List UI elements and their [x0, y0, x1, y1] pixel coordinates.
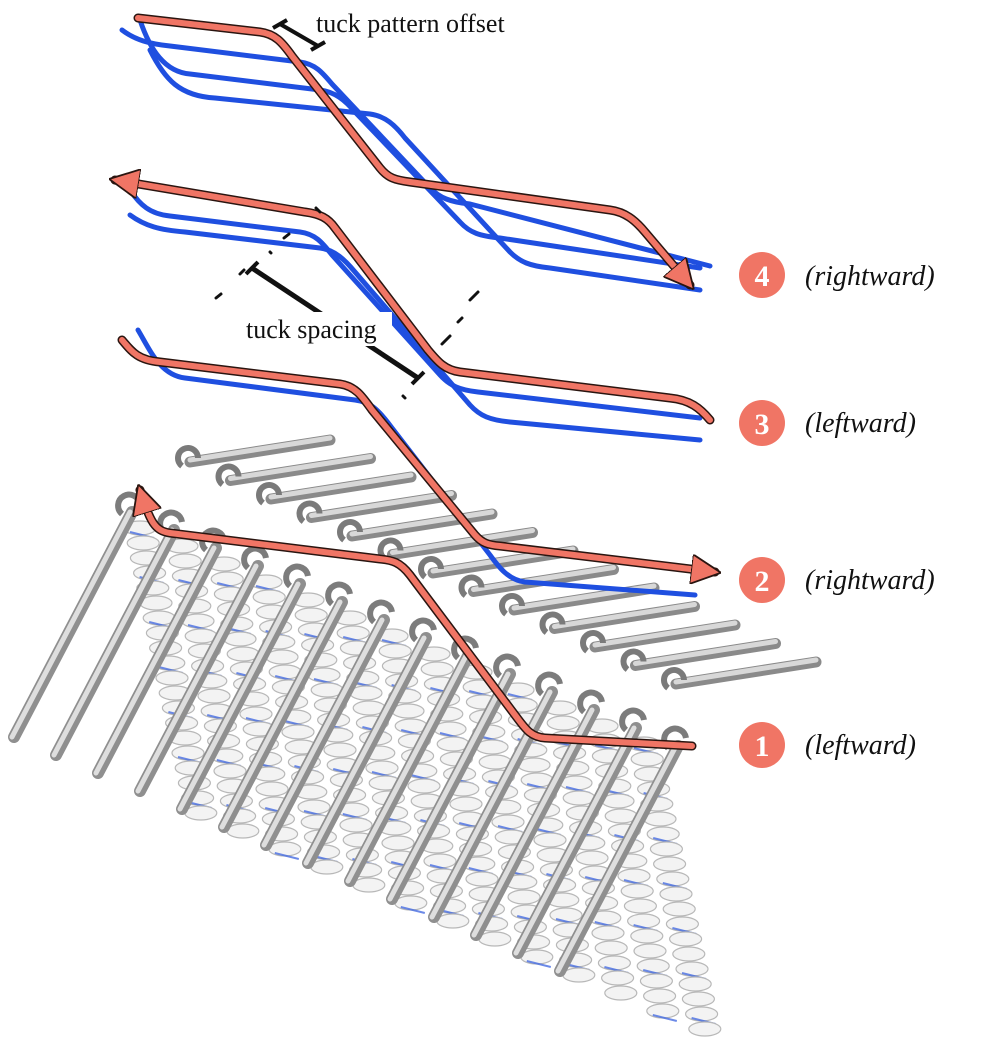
pass-3-direction: (leftward): [805, 408, 916, 439]
pass-2-badge: 2 (rightward): [739, 557, 935, 603]
pass-3-number-circle: [739, 400, 785, 446]
front-needle: [134, 545, 269, 797]
pass-2-yarn: [117, 335, 715, 572]
pass-3-number: 3: [755, 408, 770, 441]
front-needle: [176, 563, 311, 815]
tuck-spacing-label-bg: [240, 312, 392, 346]
front-needle: [218, 581, 353, 833]
pass-3-badge: 3 (leftward): [739, 400, 916, 446]
pass-2-direction: (rightward): [805, 565, 935, 596]
back-needle: [175, 434, 336, 469]
front-needle: [8, 491, 143, 743]
back-needle: [458, 564, 619, 598]
back-needle: [580, 619, 741, 654]
tuck-pattern-offset-label: tuck pattern offset: [316, 9, 505, 38]
pass-2-number: 2: [755, 565, 770, 598]
pass-3-yarn: [115, 180, 715, 425]
front-needle-bed: [8, 491, 689, 977]
pass-1-badge: 1 (leftward): [739, 722, 916, 768]
back-needle: [337, 508, 498, 543]
pass-4-tuck-yarns: [119, 17, 713, 293]
front-needle: [386, 653, 521, 905]
pass-1-direction: (leftward): [805, 730, 916, 761]
back-needle: [539, 601, 700, 635]
pass-4-badge: 4 (rightward): [739, 252, 935, 298]
front-needle: [512, 707, 647, 959]
back-needle: [215, 453, 376, 487]
back-needle-bed: [175, 434, 822, 691]
pass-1-number: 1: [755, 730, 770, 763]
pass-1-number-circle: [739, 722, 785, 768]
tuck-pattern-offset-marker: [272, 18, 326, 52]
front-needle: [260, 599, 395, 851]
pass-4-number-circle: [739, 252, 785, 298]
pass-4-direction: (rightward): [805, 261, 935, 292]
pass-1-yarn: [140, 490, 697, 751]
back-needle: [256, 471, 417, 506]
pass-2-number-circle: [739, 557, 785, 603]
front-needle: [302, 617, 437, 869]
pass-4-yarn: [133, 13, 690, 285]
back-needle: [296, 490, 457, 524]
tuck-spacing-dashes: [214, 206, 480, 400]
back-needle: [377, 527, 538, 561]
back-needle: [661, 656, 822, 691]
pass-4-number: 4: [755, 260, 770, 293]
front-needle: [470, 689, 605, 941]
back-needle: [620, 638, 781, 672]
pass-3-tuck-yarns: [127, 187, 703, 443]
tuck-spacing-label: tuck spacing: [246, 315, 377, 344]
